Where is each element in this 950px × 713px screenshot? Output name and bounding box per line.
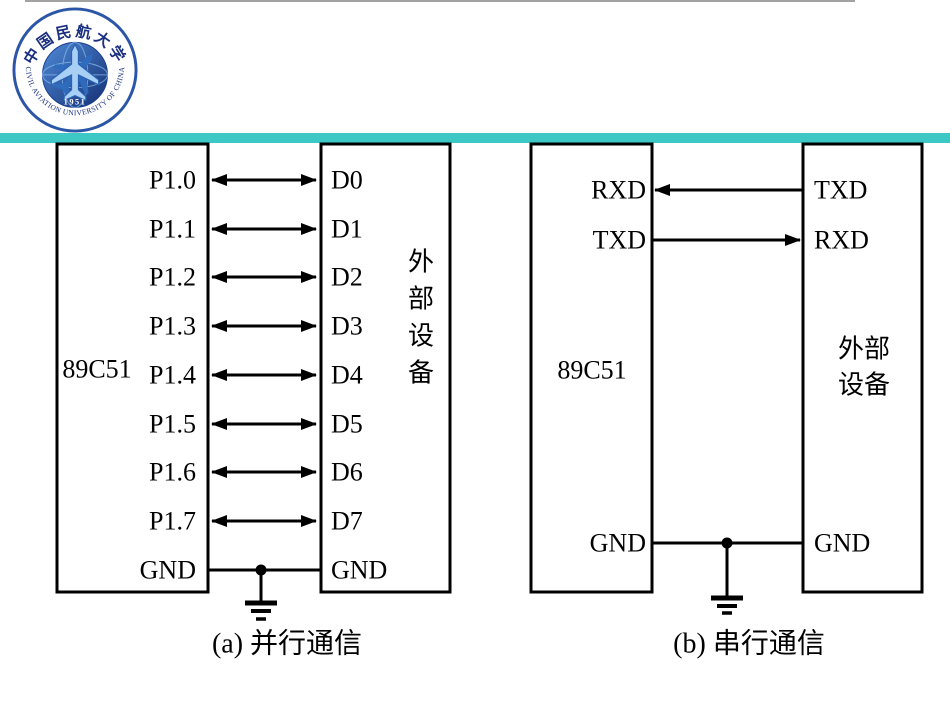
pin-label: P1.2 xyxy=(149,263,196,292)
device-label-char: 设 xyxy=(408,322,434,351)
serial-mcu-box xyxy=(529,142,654,594)
pin-label: TXD xyxy=(593,226,646,255)
gnd-label: GND xyxy=(331,556,387,585)
aircraft-icon xyxy=(50,43,100,102)
pin-label: D2 xyxy=(331,263,363,292)
pin-label: D4 xyxy=(331,361,363,390)
serial-diagram: 89C51 RXD TXD GND TXD RXD GND 外部 xyxy=(529,142,924,660)
device-label-line: 外部 xyxy=(838,335,890,364)
device-label-char: 备 xyxy=(408,359,434,388)
parallel-diagram: 89C51 P1.0 P1.1 P1.2 P1.3 P1.4 P1.5 P1.6… xyxy=(55,142,452,660)
pin-label: RXD xyxy=(814,226,869,255)
ground-symbol xyxy=(208,564,321,621)
parallel-mcu-box xyxy=(55,142,210,594)
pin-label: P1.7 xyxy=(149,507,196,536)
parallel-mcu-label: 89C51 xyxy=(62,355,131,384)
parallel-caption: (a) 并行通信 xyxy=(212,628,362,660)
pin-label: TXD xyxy=(814,176,867,205)
pin-label: P1.5 xyxy=(149,410,196,439)
pin-label: P1.1 xyxy=(149,215,196,244)
device-label-char: 外 xyxy=(408,248,434,277)
pin-label: D1 xyxy=(331,215,363,244)
gnd-label: GND xyxy=(814,529,870,558)
pin-label: P1.4 xyxy=(149,361,196,390)
pin-label: D7 xyxy=(331,507,363,536)
device-label-line: 设备 xyxy=(838,371,890,400)
pin-label: RXD xyxy=(591,176,646,205)
serial-caption: (b) 串行通信 xyxy=(673,628,825,660)
pin-label: D0 xyxy=(331,166,363,195)
gnd-label: GND xyxy=(140,556,196,585)
pin-label: D6 xyxy=(331,458,363,487)
ground-symbol xyxy=(652,537,803,615)
gnd-label: GND xyxy=(590,529,646,558)
university-logo: 1951 中国民航大学 CIVIL AVIATION UNIVERSITY OF… xyxy=(12,7,138,133)
parallel-device-box xyxy=(319,142,452,594)
serial-device-box xyxy=(801,142,924,594)
top-border-line xyxy=(25,0,855,2)
pin-label: D3 xyxy=(331,312,363,341)
serial-mcu-label: 89C51 xyxy=(557,356,626,385)
device-label-char: 部 xyxy=(408,285,434,314)
pin-label: P1.3 xyxy=(149,312,196,341)
pin-label: P1.0 xyxy=(149,166,196,195)
logo-year: 1951 xyxy=(64,97,87,106)
accent-bar xyxy=(0,133,950,143)
pin-label: P1.6 xyxy=(149,458,196,487)
pin-label: D5 xyxy=(331,410,363,439)
